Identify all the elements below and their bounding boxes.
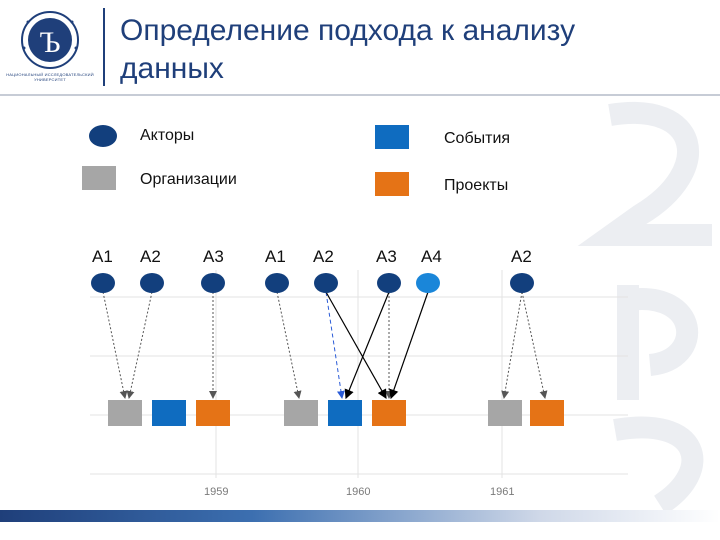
link-a2-1960-event [325, 291, 345, 399]
link-a1-1960-org [276, 291, 302, 399]
event-node [328, 400, 362, 426]
actor-label: A2 [140, 247, 161, 266]
legend-event-icon [375, 125, 409, 149]
actor-node [91, 273, 115, 293]
timeline-grid [90, 270, 628, 478]
event-node [152, 400, 186, 426]
legend-organization-icon [82, 166, 116, 190]
legend-actor-label: Акторы [140, 127, 195, 144]
actor-node [265, 273, 289, 293]
actor-node [510, 273, 534, 293]
actor-label: A1 [265, 247, 286, 266]
project-node [530, 400, 564, 426]
actor-label: A3 [203, 247, 224, 266]
solid-links [325, 291, 429, 400]
legend-event-label: События [444, 130, 511, 147]
actor-label: A3 [376, 247, 397, 266]
header: Ъ НАЦИОНАЛЬНЫЙ ИССЛЕДОВАТЕЛЬСКИЙ УНИВЕРС… [0, 0, 720, 96]
organization-node [108, 400, 142, 426]
footer-bar [0, 510, 720, 522]
actor-label: A1 [92, 247, 113, 266]
organization-node [488, 400, 522, 426]
link-a4-1960-project [389, 291, 429, 400]
link-a2-1961-org [501, 291, 523, 399]
link-a2-1961-project [521, 291, 548, 399]
legend-project-icon [375, 172, 409, 196]
header-divider [103, 8, 105, 86]
legend-organization-label: Организации [140, 171, 237, 188]
svg-text:Ъ: Ъ [39, 26, 60, 59]
year-label: 1960 [346, 486, 370, 498]
link-a3-1960-event [344, 291, 390, 400]
actor-node-highlight [416, 273, 440, 293]
legend-project-label: Проекты [444, 177, 509, 194]
organization-node [284, 400, 318, 426]
actor-node [140, 273, 164, 293]
year-label: 1959 [204, 486, 228, 498]
dotted-links [102, 291, 548, 399]
link-a2-1960-project [325, 291, 387, 400]
actor-node [314, 273, 338, 293]
header-rule [0, 94, 720, 96]
actor-label: A2 [313, 247, 334, 266]
actor-label: A4 [421, 247, 442, 266]
logo-caption: НАЦИОНАЛЬНЫЙ ИССЛЕДОВАТЕЛЬСКИЙ УНИВЕРСИТ… [6, 72, 94, 82]
link-a1-1959-org [102, 291, 128, 399]
actor-label: A2 [511, 247, 532, 266]
page-title: Определение подхода к анализу данных [120, 14, 576, 85]
legend-actor-icon [89, 125, 117, 147]
project-node [372, 400, 406, 426]
actor-node [377, 273, 401, 293]
actor-node [201, 273, 225, 293]
project-node [196, 400, 230, 426]
link-a2-1959-org [126, 291, 153, 399]
year-label: 1961 [490, 486, 514, 498]
university-logo-icon: Ъ [10, 8, 90, 88]
